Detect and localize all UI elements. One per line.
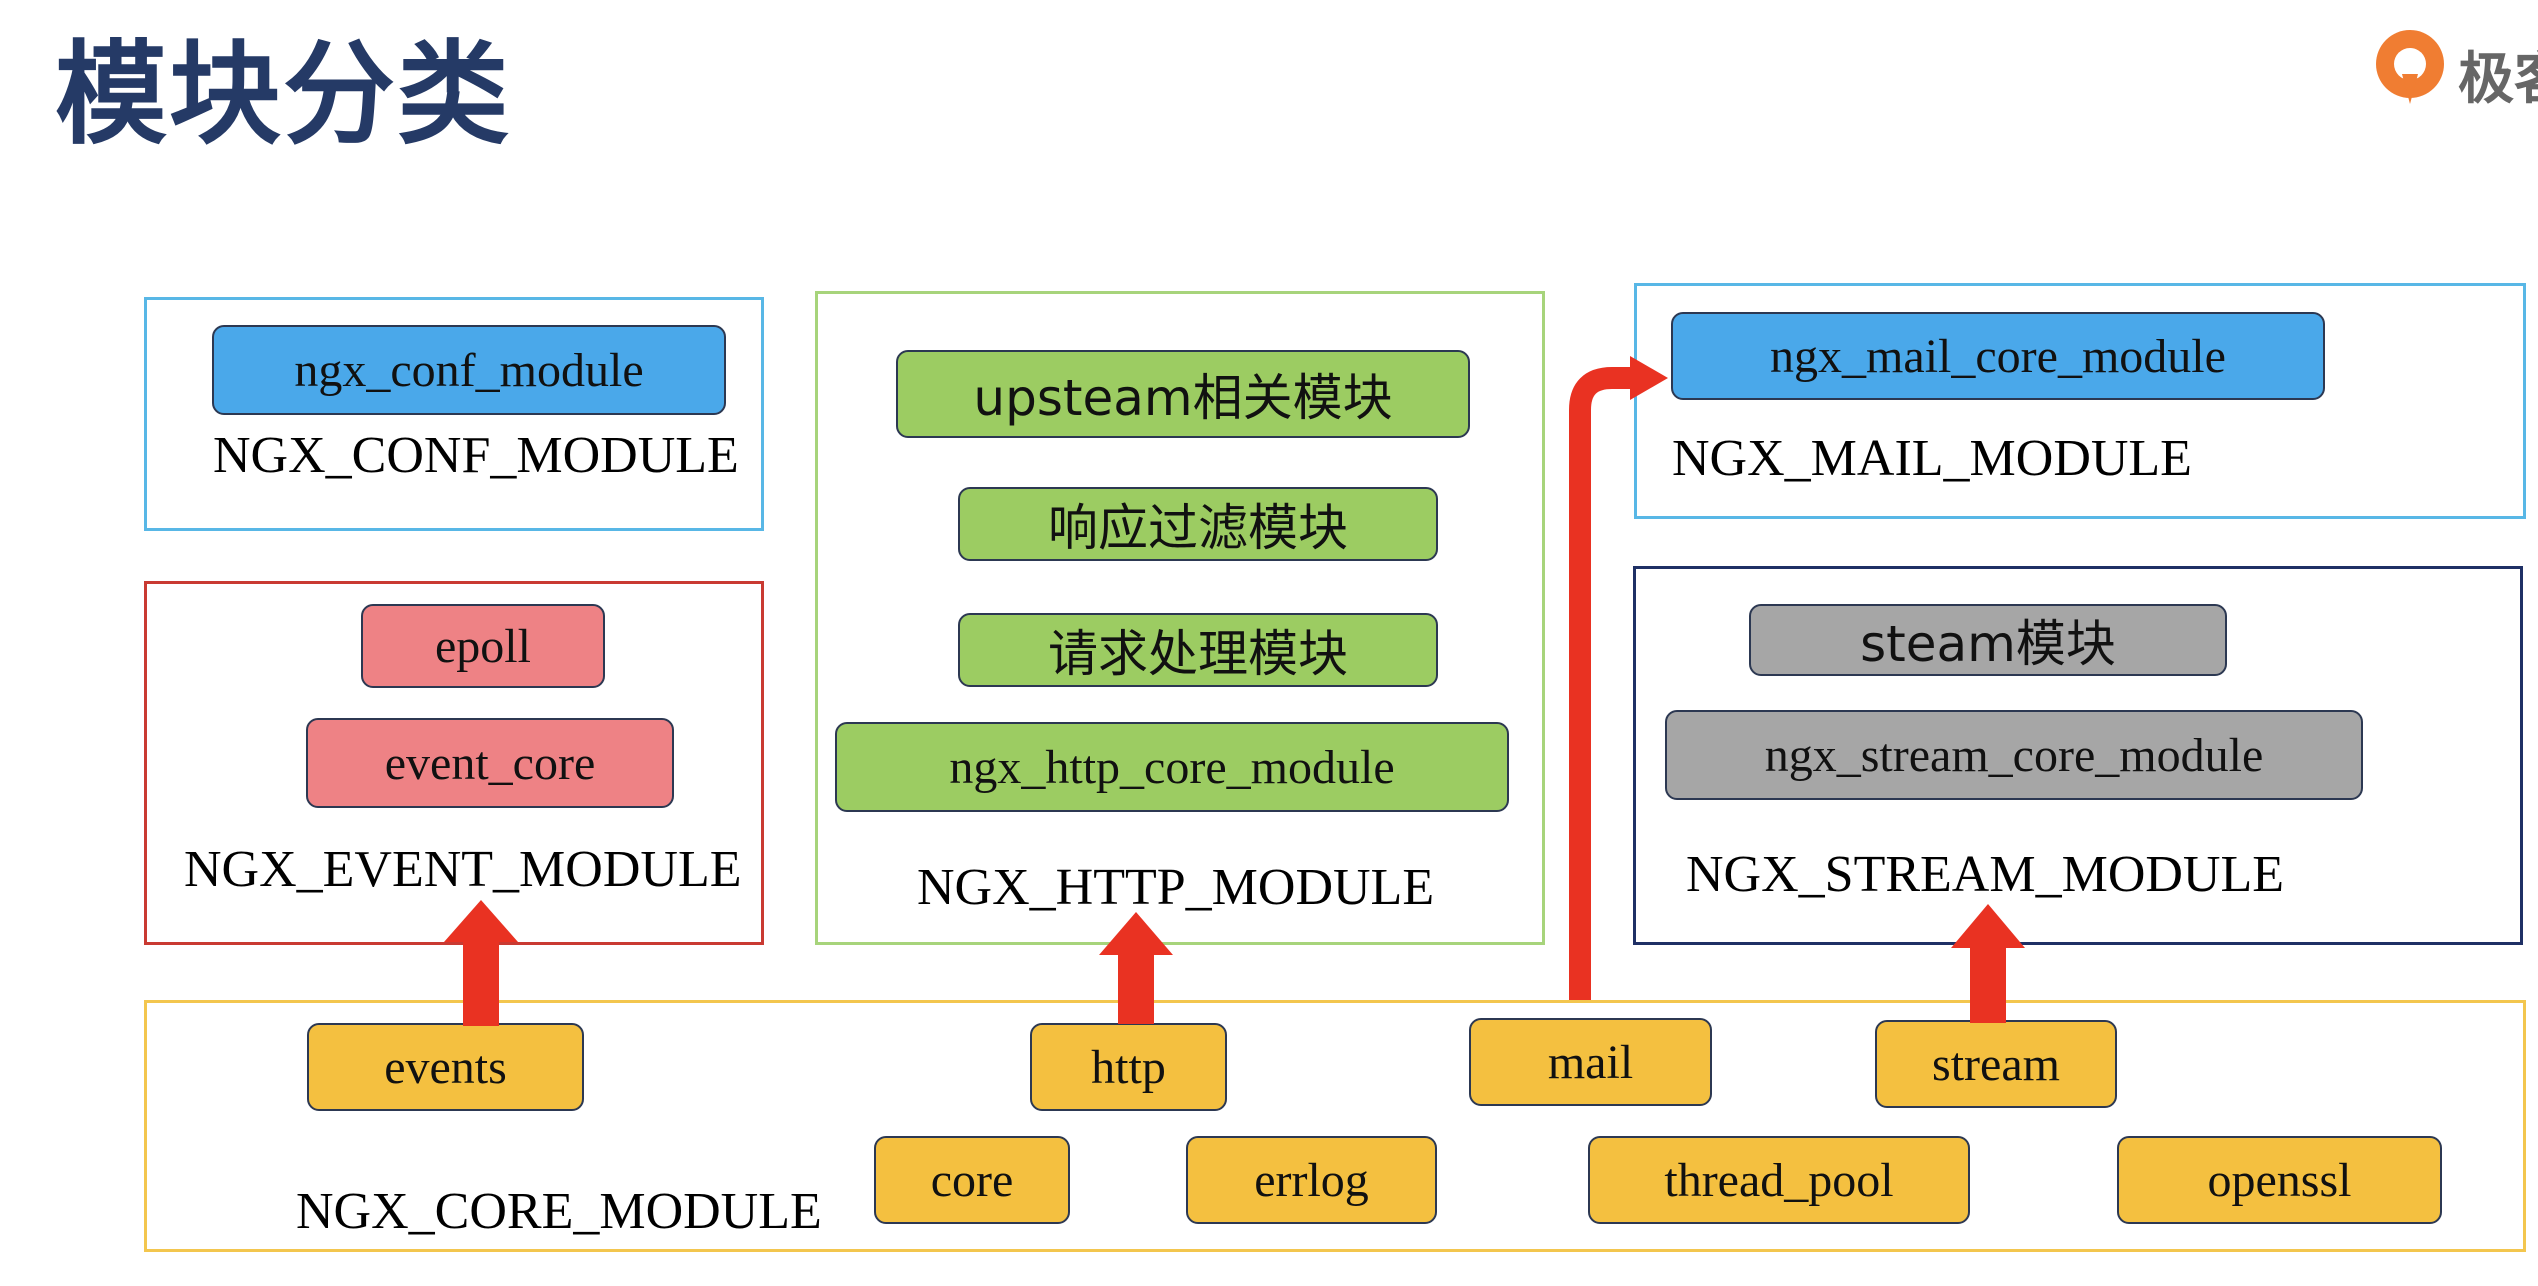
http-item-text: ngx_http_core_module — [949, 740, 1395, 794]
core-item-text: http — [1091, 1040, 1166, 1094]
core-module-frame — [144, 1000, 2526, 1252]
http-item-core: ngx_http_core_module — [835, 722, 1509, 812]
brand-logo-icon — [2376, 30, 2444, 104]
arrow-events-to-event-module — [444, 900, 518, 1026]
http-item-upstream: upsteam相关模块 — [896, 350, 1470, 438]
brand-text: 极客 — [2458, 47, 2538, 112]
core-item-events: events — [307, 1023, 584, 1111]
event-group-label: NGX_EVENT_MODULE — [184, 841, 742, 898]
core-item-text: stream — [1932, 1037, 2060, 1091]
http-item-text: 请求处理模块 — [1048, 625, 1348, 683]
conf-group-label: NGX_CONF_MODULE — [213, 427, 739, 484]
event-item-text: epoll — [435, 619, 531, 673]
conf-module-frame — [144, 297, 764, 531]
event-item-epoll: epoll — [361, 604, 605, 688]
core-item-text: mail — [1547, 1035, 1634, 1089]
core-item-thread-pool: thread_pool — [1588, 1136, 1970, 1224]
core-item-text: events — [384, 1040, 507, 1094]
core-item-openssl: openssl — [2117, 1136, 2442, 1224]
arrow-http-to-http-module — [1099, 912, 1173, 1024]
core-item-text: errlog — [1254, 1153, 1369, 1207]
stream-module-frame — [1633, 566, 2523, 945]
stream-item-text: ngx_stream_core_module — [1764, 728, 2264, 782]
core-item-errlog: errlog — [1186, 1136, 1437, 1224]
core-item-core: core — [874, 1136, 1070, 1224]
mail-core-module-box: ngx_mail_core_module — [1671, 312, 2325, 400]
page-title: 模块分类 — [55, 30, 511, 160]
http-item-text: 响应过滤模块 — [1048, 499, 1348, 557]
event-item-text: event_core — [384, 736, 596, 790]
http-module-frame — [815, 291, 1545, 945]
stream-item-steam: steam模块 — [1749, 604, 2227, 676]
conf-module-text: ngx_conf_module — [294, 343, 644, 397]
mail-core-module-text: ngx_mail_core_module — [1770, 329, 2226, 383]
core-group-label: NGX_CORE_MODULE — [296, 1183, 822, 1240]
stream-item-text: steam模块 — [1860, 615, 2116, 673]
core-item-mail: mail — [1469, 1018, 1712, 1106]
conf-module-box: ngx_conf_module — [212, 325, 726, 415]
arrow-stream-to-stream-module — [1951, 904, 2025, 1023]
core-item-stream: stream — [1875, 1020, 2117, 1108]
mail-group-label: NGX_MAIL_MODULE — [1672, 430, 2192, 487]
event-module-frame — [144, 581, 764, 945]
mail-module-frame — [1634, 283, 2526, 519]
core-item-text: thread_pool — [1664, 1153, 1894, 1207]
core-item-http: http — [1030, 1023, 1227, 1111]
http-item-request-handler: 请求处理模块 — [958, 613, 1438, 687]
brand-logo: 极客 — [2372, 26, 2538, 116]
stream-item-core: ngx_stream_core_module — [1665, 710, 2363, 800]
http-group-label: NGX_HTTP_MODULE — [917, 859, 1435, 916]
http-item-text: upsteam相关模块 — [973, 369, 1393, 427]
core-item-text: core — [930, 1153, 1014, 1207]
stream-group-label: NGX_STREAM_MODULE — [1686, 846, 2284, 903]
event-item-event-core: event_core — [306, 718, 674, 808]
http-item-response-filter: 响应过滤模块 — [958, 487, 1438, 561]
arrow-mail-to-mail-module — [1569, 356, 1668, 1000]
core-item-text: openssl — [2207, 1153, 2352, 1207]
